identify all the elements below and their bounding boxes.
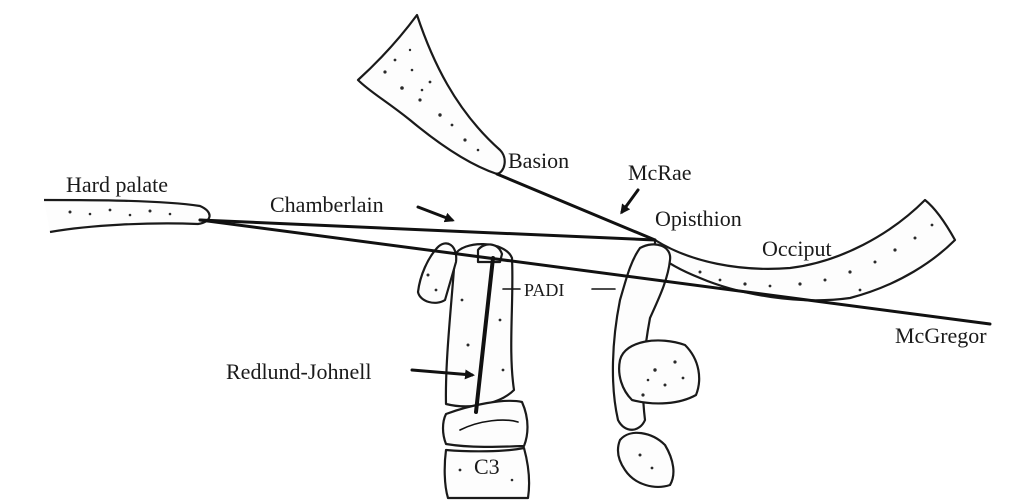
opisthion-label: Opisthion [655,206,742,231]
redlund-johnell-line [474,256,495,414]
c3-vertebra [443,446,531,500]
basion-label: Basion [508,148,569,173]
redlund-johnell-label: Redlund-Johnell [226,359,371,384]
hard-palate-bone [43,198,211,234]
mcgregor-line [198,218,992,326]
c3-label: C3 [474,454,500,479]
padi-label: PADI [524,280,564,300]
occiput-label: Occiput [762,236,832,261]
chamberlain-label: Chamberlain [270,192,384,217]
lower-posterior-element [616,431,675,488]
bone-texture [68,48,934,482]
c2-c3-disc [441,399,529,448]
mcgregor-label: McGregor [895,323,987,348]
mcrae-line [495,172,657,242]
chamberlain-arrow [416,205,455,223]
dens-tip-left [416,242,458,304]
occiput-bone [653,198,957,302]
redlund-johnell-arrow [410,368,475,380]
mcrae-arrow [620,188,640,215]
spinous-process [618,339,701,405]
chamberlain-line [198,218,657,242]
c2-vertebra [444,243,516,408]
mcrae-label: McRae [628,160,692,185]
clivus-bone [356,13,506,176]
hard-palate-label: Hard palate [66,172,168,197]
